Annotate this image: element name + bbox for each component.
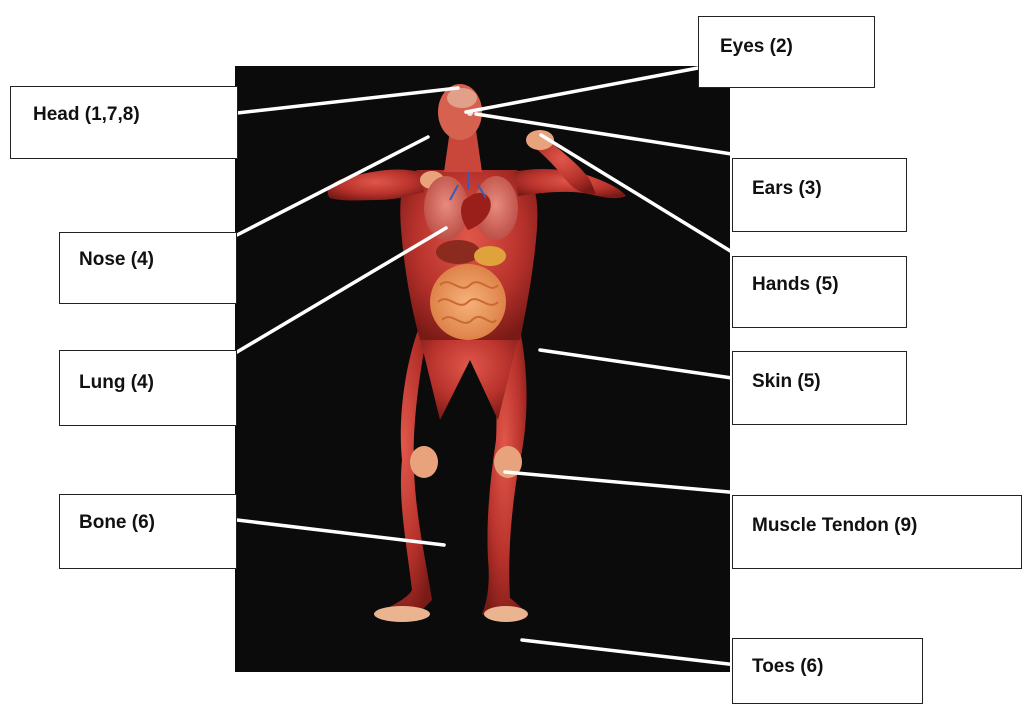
label-eyes: Eyes (2)	[720, 36, 793, 58]
leader-line-eyes	[466, 68, 698, 112]
label-lung: Lung (4)	[79, 372, 154, 394]
left-arm	[328, 170, 424, 201]
stomach	[474, 246, 506, 266]
label-nose: Nose (4)	[79, 249, 154, 271]
label-skin: Skin (5)	[752, 371, 821, 393]
leader-line-ears	[476, 114, 757, 158]
leader-line-skin	[540, 350, 732, 378]
label-head: Head (1,7,8)	[33, 104, 140, 126]
leader-line-hands	[541, 135, 732, 252]
label-hands: Hands (5)	[752, 274, 839, 296]
leader-line-toes	[522, 640, 737, 665]
left-knee	[410, 446, 438, 478]
right-foot	[484, 606, 528, 622]
label-bone: Bone (6)	[79, 512, 155, 534]
liver	[436, 240, 480, 264]
brain	[447, 88, 477, 108]
label-toes: Toes (6)	[752, 656, 823, 678]
left-foot	[374, 606, 430, 622]
label-ears: Ears (3)	[752, 178, 822, 200]
leader-line-muscle-tendon	[505, 472, 740, 493]
leader-line-head	[237, 88, 458, 113]
label-muscle-tendon: Muscle Tendon (9)	[752, 515, 917, 537]
